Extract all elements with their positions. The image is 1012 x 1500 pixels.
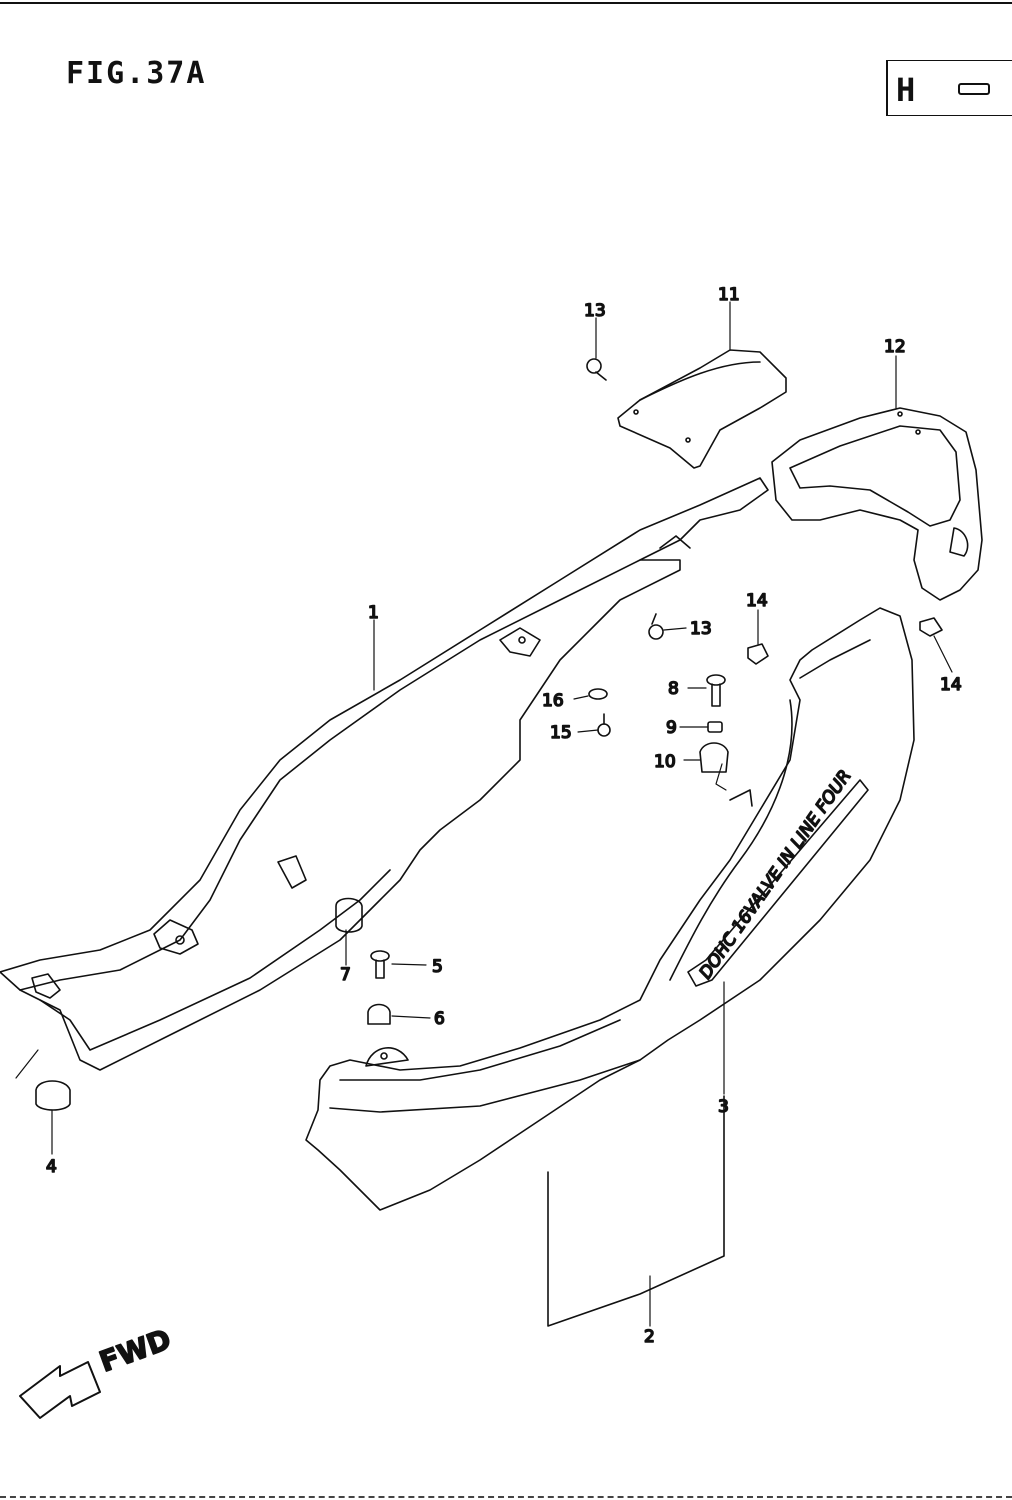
model-code: H: [896, 71, 916, 109]
part-4-damper: [35, 1080, 71, 1111]
part-13-bolt-lower: [648, 613, 664, 640]
part-13-bolt-upper: [586, 358, 607, 381]
part-5-pin: [370, 950, 390, 979]
part-8-screw: [706, 674, 726, 707]
part-15-bolt: [597, 713, 611, 737]
part-10-cap: [699, 742, 729, 773]
bottom-border: [0, 1496, 1012, 1498]
callout-15: 15: [550, 723, 572, 743]
model-code-mark: [958, 83, 990, 95]
callout-9: 9: [666, 718, 677, 738]
callout-16: 16: [542, 691, 564, 711]
model-code-box: H: [886, 60, 1012, 116]
part-14-clip-left: [747, 643, 769, 665]
part-1-frame: [0, 477, 769, 1071]
part-6-bushing: [367, 1003, 391, 1025]
callout-14-right: 14: [940, 675, 962, 695]
callout-2: 2: [644, 1327, 655, 1347]
callout-13-upper: 13: [584, 301, 606, 321]
callout-11: 11: [718, 285, 740, 305]
part-12-tail-piece: [771, 407, 983, 601]
callout-4: 4: [46, 1157, 57, 1177]
callout-8: 8: [668, 679, 679, 699]
callout-5: 5: [432, 957, 443, 977]
part-7-grommet: [335, 897, 363, 933]
callout-12: 12: [884, 337, 906, 357]
callout-10: 10: [654, 752, 676, 772]
callout-13-lower: 13: [690, 619, 712, 639]
callout-14-left: 14: [746, 591, 768, 611]
part-16-washer: [588, 688, 608, 700]
top-border: [0, 2, 1012, 4]
part-14-clip-right: [919, 617, 943, 637]
forward-arrow-icon: [19, 1361, 101, 1419]
part-11-cover: [617, 349, 787, 469]
forward-label: FWD: [95, 1323, 175, 1379]
callout-7: 7: [340, 965, 351, 985]
callout-3: 3: [718, 1097, 729, 1117]
figure-title: FIG.37A: [66, 56, 207, 91]
part-2-decal: [547, 1095, 725, 1327]
leader-lines: [15, 301, 953, 1327]
callout-1: 1: [368, 603, 379, 623]
part-9-nut: [707, 721, 723, 733]
part-3-side-cover: [305, 607, 915, 1211]
callout-6: 6: [434, 1009, 445, 1029]
